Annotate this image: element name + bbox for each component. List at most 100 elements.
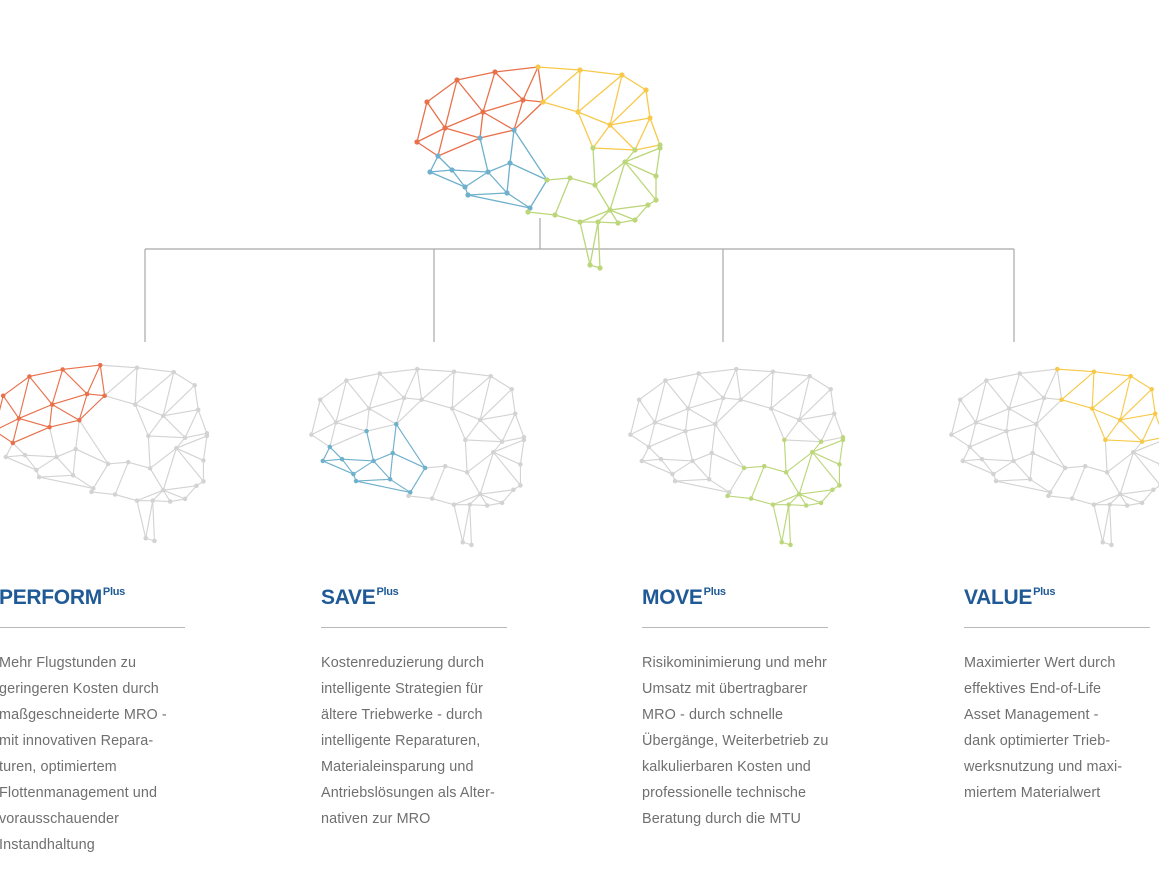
network-edge	[996, 478, 1031, 482]
network-edge	[464, 171, 489, 188]
network-node	[90, 486, 96, 491]
network-node	[442, 463, 448, 469]
network-node	[112, 492, 118, 497]
network-node	[552, 212, 558, 218]
network-edge	[353, 460, 374, 475]
network-edge	[617, 219, 636, 224]
network-node	[34, 467, 39, 473]
network-node	[1059, 397, 1064, 402]
network-edge	[1049, 467, 1066, 493]
network-node	[1041, 395, 1047, 401]
network-node	[167, 499, 173, 504]
network-edge	[609, 74, 623, 126]
network-edge	[1008, 397, 1045, 410]
network-edge	[1085, 465, 1108, 473]
network-edge	[708, 478, 730, 493]
title-divider	[642, 627, 828, 628]
network-edge	[735, 369, 742, 400]
network-edge	[634, 144, 661, 151]
network-edge	[649, 117, 661, 146]
network-edge	[634, 117, 651, 151]
network-node	[451, 502, 457, 507]
network-edge	[368, 397, 405, 410]
network-edge	[783, 419, 800, 441]
network-node	[657, 145, 663, 151]
network-node	[991, 471, 996, 477]
network-edge	[12, 426, 50, 444]
network-edge	[104, 395, 136, 406]
network-node	[132, 402, 138, 407]
network-edge	[62, 369, 88, 395]
network-node	[477, 491, 483, 497]
network-edge	[785, 472, 800, 495]
network-edge	[175, 437, 186, 449]
network-node	[725, 493, 730, 499]
network-edge	[490, 375, 512, 390]
network-edge	[509, 162, 548, 181]
network-edge	[579, 69, 623, 76]
network-node	[1128, 373, 1133, 379]
network-node	[577, 67, 583, 73]
network-edge	[506, 192, 531, 209]
network-node	[344, 378, 349, 383]
network-edge	[788, 493, 800, 506]
network-edge	[479, 137, 489, 173]
network-edge	[379, 368, 418, 375]
network-node	[27, 374, 32, 379]
network-node	[1149, 386, 1154, 392]
network-edge	[91, 491, 116, 496]
network-edge	[969, 422, 977, 448]
network-node	[84, 391, 90, 397]
service-title-suffix: Plus	[1033, 586, 1056, 598]
network-edge	[479, 452, 494, 495]
network-node	[451, 369, 457, 375]
network-edge	[329, 446, 343, 460]
network-node	[567, 175, 573, 181]
network-edge	[1127, 502, 1143, 507]
network-node	[670, 471, 675, 477]
network-edge	[39, 474, 74, 478]
network-node	[366, 406, 372, 411]
network-edge	[456, 79, 484, 113]
network-node	[535, 64, 541, 70]
network-edge	[833, 413, 844, 438]
network-edge	[1065, 465, 1086, 469]
network-edge	[514, 413, 525, 438]
save-blue-region	[322, 423, 426, 493]
network-edge	[395, 423, 426, 469]
network-node	[3, 454, 9, 460]
network-node	[160, 487, 166, 493]
network-edge	[509, 129, 515, 164]
network-edge	[12, 442, 26, 456]
network-edge	[479, 111, 484, 139]
network-edge	[698, 368, 737, 375]
perform-orange-region	[0, 364, 106, 444]
network-node	[406, 493, 411, 499]
network-edge	[162, 415, 186, 439]
network-node	[327, 444, 333, 450]
network-edge	[162, 384, 196, 417]
network-edge	[379, 373, 405, 399]
network-edge	[692, 452, 712, 462]
network-node	[652, 420, 658, 425]
network-node	[712, 421, 718, 427]
network-node	[465, 192, 471, 198]
network-edge	[781, 504, 790, 543]
network-edge	[197, 409, 208, 434]
network-node	[527, 205, 533, 211]
network-node	[195, 407, 201, 412]
network-node	[646, 444, 652, 450]
network-node	[1103, 437, 1108, 443]
network-edge	[1035, 399, 1063, 425]
network-node	[632, 147, 638, 153]
network-node	[317, 397, 323, 402]
network-edge	[128, 461, 151, 469]
network-node	[810, 449, 815, 455]
network-node	[22, 452, 28, 458]
network-edge	[403, 368, 418, 399]
network-edge	[202, 435, 208, 461]
network-edge	[577, 69, 581, 113]
network-node	[1054, 366, 1060, 372]
network-node	[16, 416, 22, 421]
network-node	[60, 367, 65, 372]
